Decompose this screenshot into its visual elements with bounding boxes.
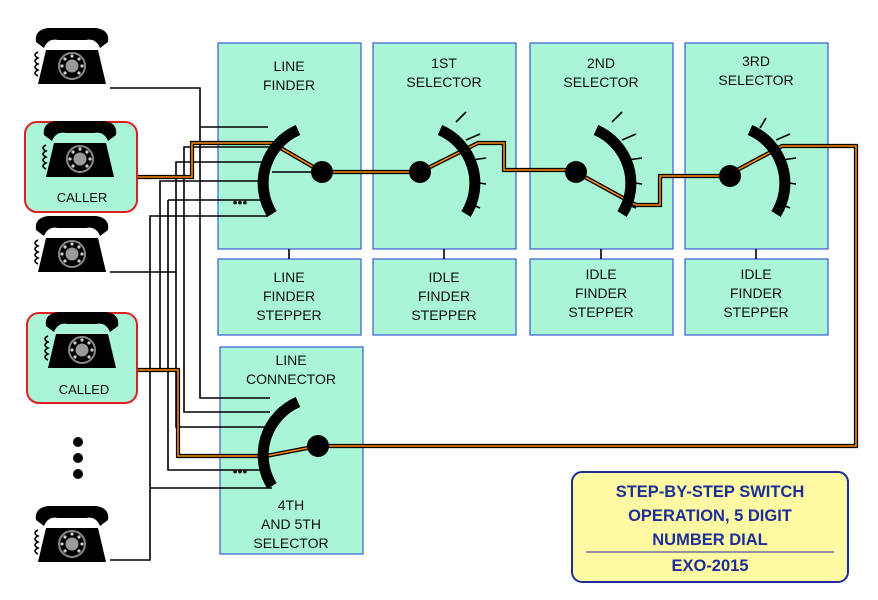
if1-label-1: IDLE	[428, 269, 459, 285]
line-finder-label-2: FINDER	[263, 77, 315, 93]
third-selector-label-1: 3RD	[742, 53, 770, 69]
caller-phone[interactable]: CALLER	[24, 120, 138, 213]
line-finder-ellipsis: •••	[233, 194, 248, 210]
telephone-5	[34, 505, 110, 563]
line-finder-box: LINE FINDER	[217, 42, 362, 250]
caller-label: CALLER	[57, 190, 108, 205]
idle-finder-stepper-3-box: IDLE FINDER STEPPER	[684, 258, 829, 336]
if2-label-3: STEPPER	[568, 304, 633, 320]
second-selector-box: 2ND SELECTOR	[529, 42, 674, 250]
selector-45-label-1: 4TH	[278, 497, 304, 513]
second-selector-label-1: 2ND	[587, 55, 615, 71]
telephone-1	[34, 27, 110, 85]
selector-45-label-2: AND 5TH	[261, 516, 321, 532]
title-box: STEP-BY-STEP SWITCH OPERATION, 5 DIGIT N…	[571, 471, 849, 583]
line-finder-switch	[257, 124, 333, 217]
title-line-4: EXO-2015	[671, 557, 748, 575]
first-selector-label-2: SELECTOR	[406, 74, 481, 90]
line-finder-stepper-box: LINE FINDER STEPPER	[217, 258, 362, 336]
third-selector-switch	[719, 117, 797, 217]
connector-ellipsis: •••	[233, 463, 248, 479]
more-phones-dots	[73, 437, 83, 479]
first-selector-label-1: 1ST	[431, 55, 457, 71]
line-finder-label-1: LINE	[273, 58, 304, 74]
second-selector-label-2: SELECTOR	[563, 74, 638, 90]
if2-label-1: IDLE	[585, 266, 616, 282]
title-line-2: OPERATION, 5 DIGIT	[628, 507, 792, 525]
line-connector-switch	[257, 396, 329, 489]
first-selector-switch	[409, 111, 487, 217]
telephone-3	[34, 215, 110, 273]
lf-stepper-label-1: LINE	[273, 269, 304, 285]
if2-label-2: FINDER	[575, 285, 627, 301]
if1-label-3: STEPPER	[411, 307, 476, 323]
third-selector-label-2: SELECTOR	[718, 72, 793, 88]
title-line-3: NUMBER DIAL	[652, 531, 768, 549]
if3-label-3: STEPPER	[723, 304, 788, 320]
title-line-1: STEP-BY-STEP SWITCH	[616, 483, 805, 501]
first-selector-box: 1ST SELECTOR	[372, 42, 517, 250]
line-connector-label-2: CONNECTOR	[246, 371, 336, 387]
lf-stepper-label-3: STEPPER	[256, 307, 321, 323]
call-path	[138, 140, 859, 459]
caller-telephone-icon	[42, 120, 118, 178]
line-connector-label-1: LINE	[275, 352, 306, 368]
called-label: CALLED	[59, 382, 110, 397]
if3-label-1: IDLE	[740, 266, 771, 282]
if3-label-2: FINDER	[730, 285, 782, 301]
if1-label-2: FINDER	[418, 288, 470, 304]
called-phone[interactable]: CALLED	[26, 311, 138, 404]
idle-finder-stepper-2-box: IDLE FINDER STEPPER	[529, 258, 674, 336]
lf-stepper-label-2: FINDER	[263, 288, 315, 304]
second-selector-switch	[565, 111, 643, 217]
idle-finder-stepper-1-box: IDLE FINDER STEPPER	[372, 258, 517, 336]
called-telephone-icon	[44, 311, 120, 369]
selector-45-label-3: SELECTOR	[253, 535, 328, 551]
